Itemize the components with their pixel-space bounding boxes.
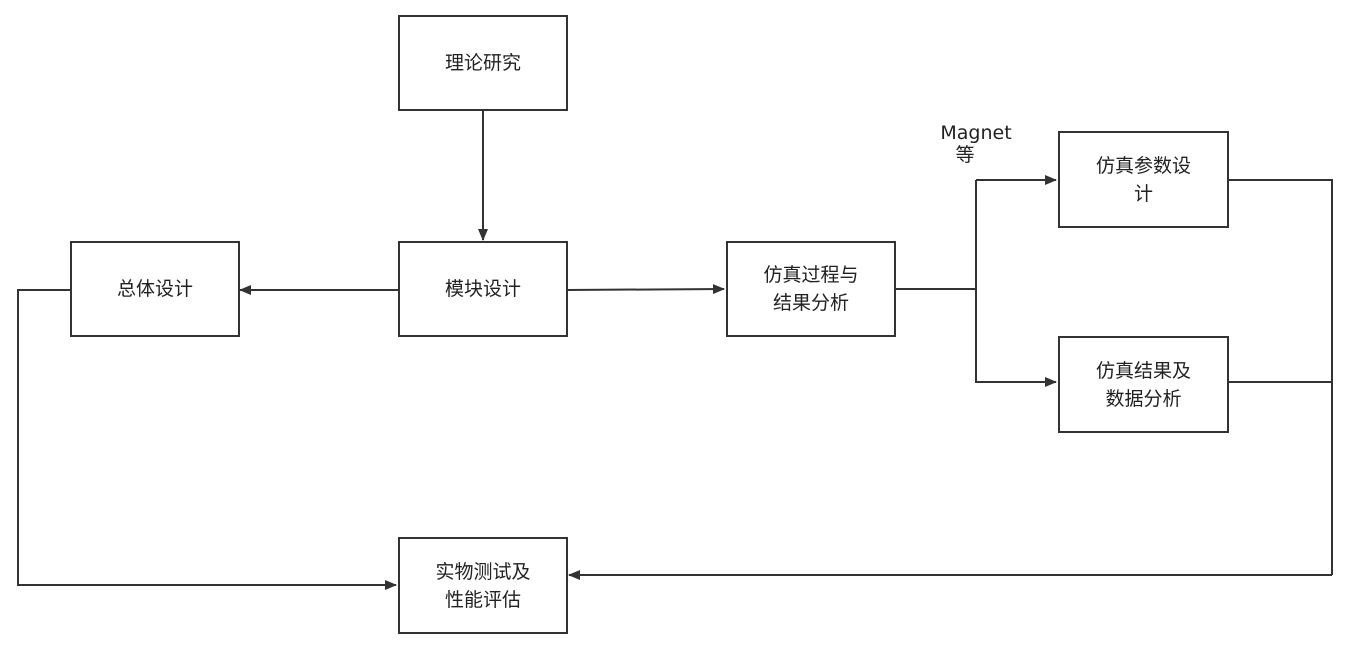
sim-param-label-line1: 仿真参数设 (1095, 154, 1191, 177)
sim-process-label-line2: 结果分析 (772, 292, 849, 314)
overall-design-box: 总体设计 (70, 241, 240, 337)
edge-sim-process-trunk (896, 180, 977, 290)
physical-test-label-line1: 实物测试及 (435, 560, 531, 583)
overall-design-label: 总体设计 (116, 278, 193, 300)
module-design-label: 模块设计 (444, 278, 521, 300)
edge-overall-to-test (17, 289, 397, 590)
software-edge-label: Magnet 等 (928, 122, 1024, 166)
theory-research-label: 理论研究 (444, 52, 521, 74)
edge-sim-param-to-right-bus (1229, 179, 1333, 575)
software-label-line1: Magnet (940, 122, 1012, 144)
theory-research-box: 理论研究 (398, 15, 568, 111)
sim-param-label-line2: 计 (1133, 182, 1153, 205)
physical-test-box: 实物测试及 性能评估 (398, 537, 568, 634)
sim-result-label-line1: 仿真结果及 (1095, 359, 1191, 382)
sim-process-box: 仿真过程与 结果分析 (726, 241, 896, 337)
sim-result-label-line2: 数据分析 (1105, 387, 1182, 410)
module-design-box: 模块设计 (398, 241, 568, 337)
edge-to-sim-result (975, 289, 1057, 387)
sim-result-box: 仿真结果及 数据分析 (1058, 336, 1229, 433)
software-label-line2: 等 (955, 144, 975, 166)
edge-module-to-sim-process (566, 284, 725, 295)
sim-param-box: 仿真参数设 计 (1058, 131, 1229, 228)
sim-process-label-line1: 仿真过程与 (763, 264, 859, 286)
physical-test-label-line2: 性能评估 (444, 588, 521, 611)
